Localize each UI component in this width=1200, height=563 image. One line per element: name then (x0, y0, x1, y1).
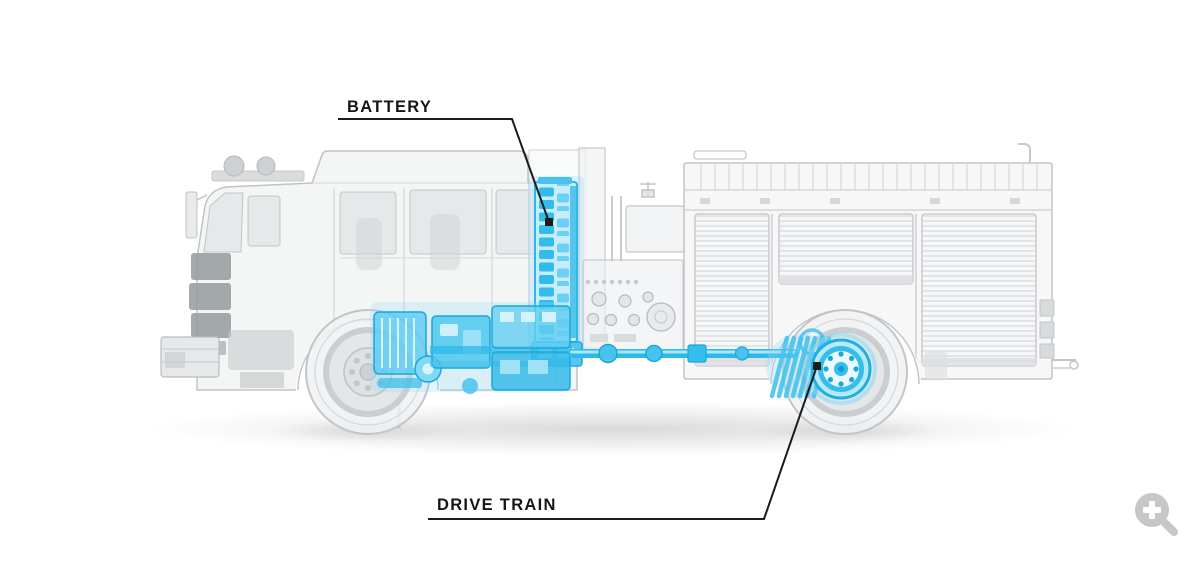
pump-panel (582, 259, 684, 353)
drive-train-leader-line (428, 362, 821, 520)
side-mirror (185, 191, 198, 239)
cab-step (240, 372, 284, 388)
windshield (203, 192, 244, 253)
rear-body (683, 143, 1079, 380)
seat (356, 218, 382, 270)
shutter-doors (694, 213, 1037, 367)
drive-train-callout-label: DRIVE TRAIN (437, 496, 557, 514)
seat (430, 214, 460, 270)
under-cab-tank (228, 330, 294, 370)
magnifier-plus-icon (1135, 493, 1178, 536)
truck-body-ghost (160, 143, 1079, 435)
battery-leader-endpoint (545, 218, 553, 226)
zoom-in-button[interactable] (1128, 486, 1184, 542)
battery-leader-line (338, 118, 553, 226)
deck-gun (640, 182, 656, 198)
ground-shadow (144, 402, 1080, 456)
drivetrain-highlight (370, 302, 572, 394)
front-bumper (160, 336, 220, 378)
ladder-rack (693, 150, 747, 160)
battery-callout-label: BATTERY (347, 98, 433, 116)
rear-hub-motor-highlight (766, 328, 877, 405)
rear-handrail (1018, 143, 1031, 163)
roof-siren-light (256, 156, 276, 176)
cab-window (247, 195, 281, 247)
rear-edge-details (1039, 299, 1079, 370)
roof-siren-light (223, 155, 245, 177)
driveshaft-highlight (568, 343, 798, 364)
equipment-box (625, 205, 685, 253)
ev-highlights (370, 176, 877, 405)
mudflap (925, 352, 947, 379)
drive-train-leader-endpoint (813, 362, 821, 370)
